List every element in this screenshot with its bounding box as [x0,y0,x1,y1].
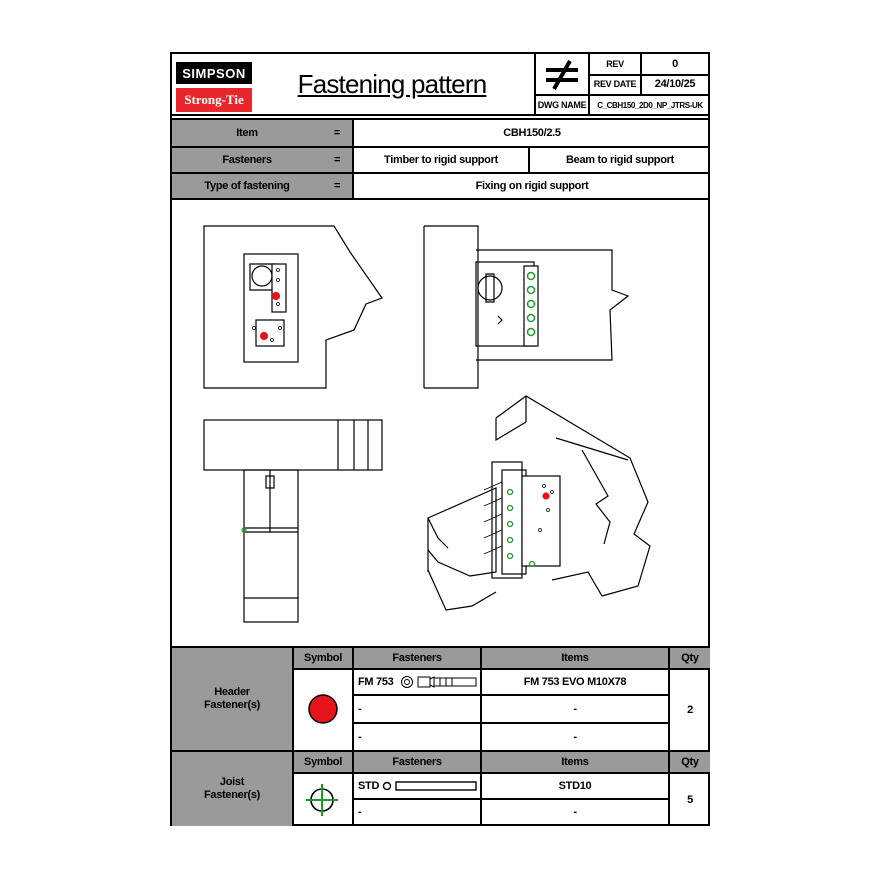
type-label: Type of fastening [204,180,290,192]
crosshair-symbol-icon [306,784,338,816]
header-col-qty: Qty [681,652,699,664]
fasteners-value-timber: Timber to rigid support [384,154,498,166]
joist-qty: 5 [687,794,693,806]
header-row3-fastener: - [358,731,362,743]
not-equal-icon [546,60,578,90]
fasteners-value-beam: Beam to rigid support [566,154,674,166]
drawing-sheet: SIMPSON Strong-Tie Fastening pattern REV… [170,52,710,826]
header-col-items: Items [561,652,589,664]
fasteners-label: Fasteners [222,154,272,166]
rev-label: REV [606,59,624,69]
joist-fasteners-group-label: Joist Fastener(s) [204,776,260,801]
page-title: Fastening pattern [297,68,488,99]
header-row2-fastener: - [358,703,362,715]
simpson-logo: SIMPSON Strong-Tie [174,60,254,112]
header-fasteners-group-label: Header Fastener(s) [204,686,260,711]
joist-row2-item: - [573,806,577,818]
red-dot-symbol-icon [308,694,338,724]
joist-col-symbol: Symbol [304,756,342,768]
header-row3-item: - [573,731,577,743]
type-value: Fixing on rigid support [475,180,589,192]
joist-col-qty: Qty [681,756,699,768]
logo-strongtie-text: Strong-Tie [176,88,252,112]
logo-simpson-text: SIMPSON [176,62,252,84]
joist-row1-fastener: STD [358,780,380,792]
rev-value: 0 [672,58,678,70]
fasteners-equals: = [333,154,341,166]
side-view-drawing [423,225,630,389]
header-row2-item: - [573,703,577,715]
joist-row2-fastener: - [358,806,362,818]
item-label: Item [236,127,258,139]
item-equals: = [333,127,341,139]
item-value: CBH150/2.5 [503,127,561,139]
technical-drawing [203,225,651,623]
dwg-name-label: DWG NAME [537,100,587,110]
joist-col-fasteners: Fasteners [392,756,442,768]
joist-row1-item: STD10 [558,780,592,792]
header-row1-fastener: FM 753 [358,676,394,688]
joist-col-items: Items [561,756,589,768]
rev-date-label: REV DATE [593,79,637,89]
header-qty: 2 [687,704,693,716]
type-equals: = [333,180,341,192]
anchor-bolt-icon [401,676,477,688]
isometric-view-drawing [427,395,651,611]
rev-date-value: 24/10/25 [654,78,696,90]
plan-view-drawing [203,419,383,623]
dwg-name-value: C_CBH150_2D0_NP_JTRS-UK [597,100,703,110]
screw-icon [382,781,477,791]
header-col-fasteners: Fasteners [392,652,442,664]
header-row1-item: FM 753 EVO M10X78 [523,676,627,688]
front-view-drawing [203,225,383,389]
header-col-symbol: Symbol [304,652,342,664]
